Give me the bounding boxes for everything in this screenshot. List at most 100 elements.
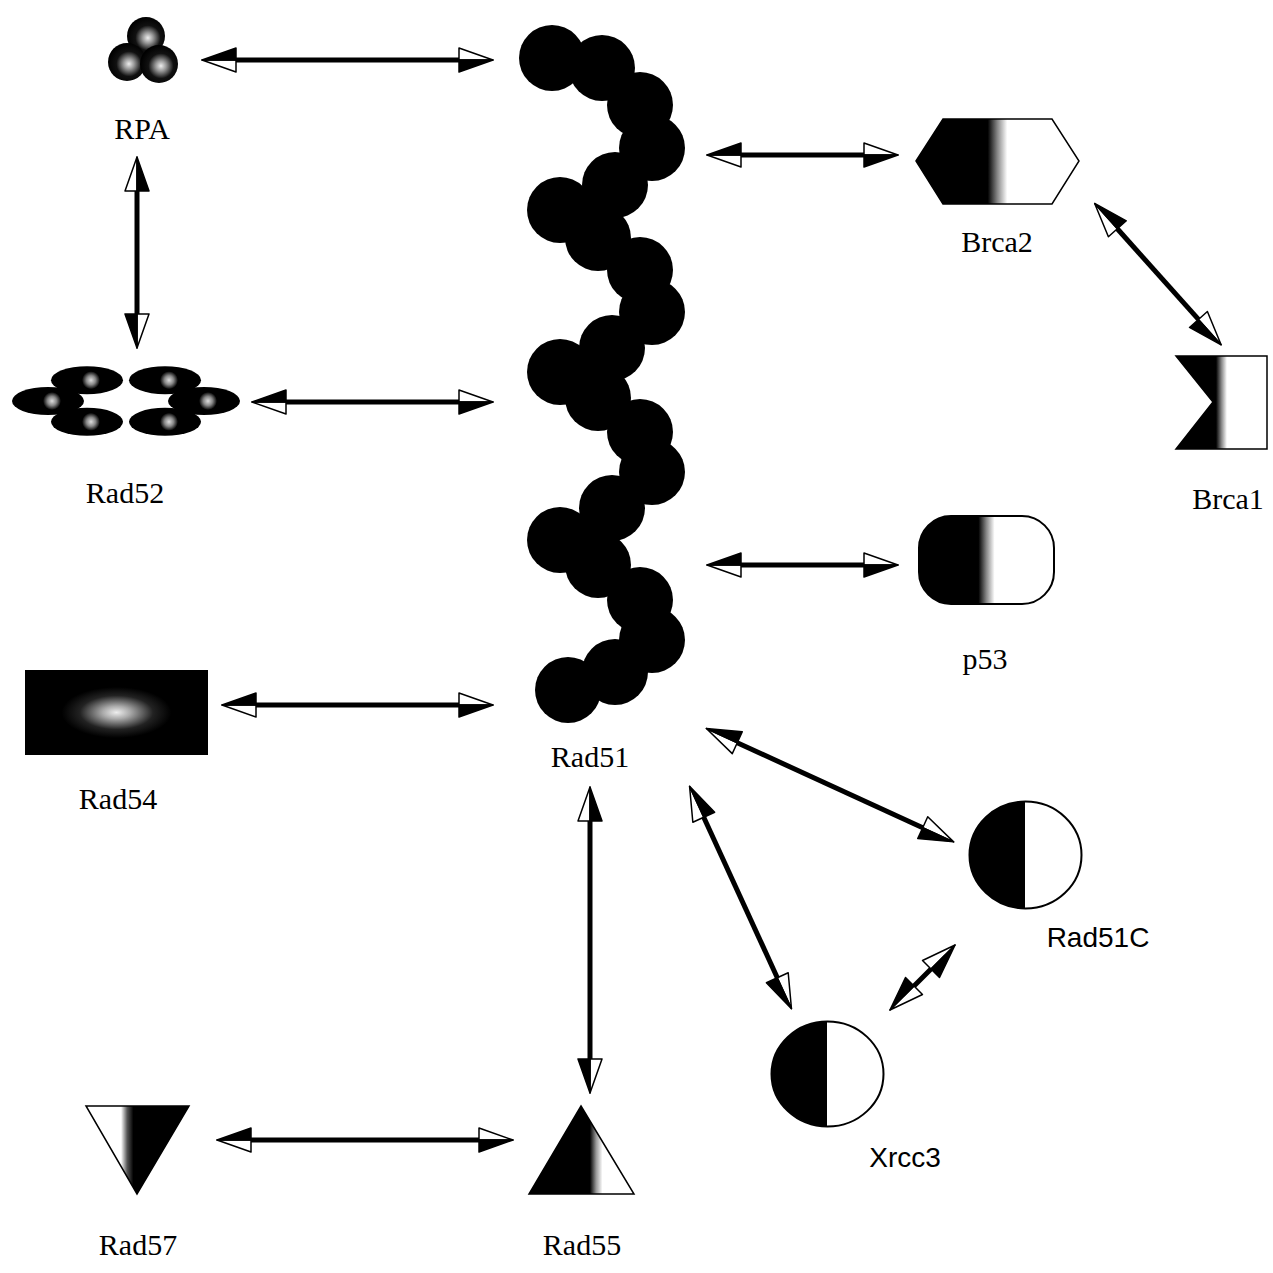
arrow-head-dark <box>252 390 286 402</box>
protein-label: Xrcc3 <box>869 1142 941 1174</box>
interaction-arrow <box>252 390 493 414</box>
arrow-head-dark <box>706 729 742 743</box>
interaction-arrow <box>890 945 955 1010</box>
interaction-arrow <box>1095 203 1221 344</box>
arrow-head-dark <box>459 402 493 414</box>
protein-label: Brca1 <box>1192 482 1264 517</box>
interaction-arrow <box>707 553 898 577</box>
arrow-head-light <box>222 705 256 717</box>
arrow-head-dark <box>578 1059 590 1093</box>
protein-shape <box>86 1106 189 1194</box>
interaction-arrow <box>125 157 149 348</box>
protein-node: p53 <box>905 510 1065 680</box>
subunit-highlight <box>82 371 100 389</box>
protein-node: Brca2 <box>905 110 1090 262</box>
arrow-head-dark <box>1095 203 1127 228</box>
arrow-shaft <box>741 153 864 158</box>
protein-shape <box>528 1105 635 1195</box>
protein-shape <box>529 1106 634 1194</box>
ring-subunit <box>129 408 201 436</box>
arrow-head-light <box>707 155 741 167</box>
protein-shape <box>10 360 242 442</box>
filament-shape <box>500 15 700 725</box>
protein-shape <box>918 515 1055 605</box>
arrow-shaft <box>251 1138 479 1143</box>
protein-node: Rad51 <box>500 15 700 780</box>
arrow-head-dark <box>766 978 791 1009</box>
arrow-head-light <box>864 143 898 155</box>
arrow-head-light <box>125 157 137 191</box>
protein-node: Brca1 <box>1165 350 1270 520</box>
protein-shape <box>25 670 208 755</box>
protein-node: Rad55 <box>520 1100 645 1266</box>
arrow-head-dark <box>459 705 493 717</box>
protein-label: Rad51 <box>551 740 629 775</box>
interaction-arrow <box>707 143 898 167</box>
arrow-shaft <box>236 58 459 63</box>
interaction-arrow <box>690 786 792 1008</box>
subunit-sphere <box>140 45 178 83</box>
arrow-head-light <box>137 314 149 348</box>
arrow-shaft <box>914 969 931 986</box>
arrow-head-dark <box>918 828 954 842</box>
subunit-highlight <box>82 413 100 431</box>
protein-shape <box>915 118 1080 205</box>
arrow-head-dark <box>931 945 955 978</box>
arrow-head-dark <box>217 1128 251 1140</box>
subunit-highlight <box>199 392 217 410</box>
protein-label: RPA <box>114 112 170 147</box>
arrow-head-light <box>459 48 493 60</box>
protein-shape <box>85 1105 190 1195</box>
subunit-highlight <box>43 392 61 410</box>
interaction-arrow <box>202 48 493 72</box>
arrow-head-dark <box>864 155 898 167</box>
arrow-head-dark <box>707 553 741 565</box>
arrow-head-dark <box>590 787 602 821</box>
interaction-arrow <box>222 693 493 717</box>
arrow-head-dark <box>707 143 741 155</box>
arrow-head-light <box>479 1128 513 1140</box>
protein-shape <box>916 119 1079 204</box>
protein-shape <box>25 670 208 755</box>
arrow-shaft <box>704 817 778 977</box>
arrow-head-light <box>578 787 590 821</box>
arrow-head-dark <box>479 1140 513 1152</box>
protein-node: Rad57 <box>60 1100 210 1266</box>
protein-label: Rad57 <box>99 1228 177 1263</box>
arrow-head-dark <box>890 978 914 1011</box>
protein-node: Xrcc3 <box>765 1015 960 1180</box>
protein-label: Rad52 <box>86 476 164 511</box>
protein-label: Rad55 <box>543 1228 621 1263</box>
arrow-shaft <box>135 191 140 314</box>
protein-shape <box>968 800 1083 910</box>
protein-label: Rad51C <box>1047 922 1150 954</box>
protein-node: Rad51C <box>960 795 1165 960</box>
arrow-head-dark <box>222 693 256 705</box>
arrow-head-dark <box>864 565 898 577</box>
ring-subunit <box>129 366 201 394</box>
protein-node: Rad54 <box>20 665 215 820</box>
ring-subunit <box>51 366 123 394</box>
protein-node: RPA <box>95 15 195 150</box>
interaction-arrow <box>217 1128 513 1152</box>
arrow-head-dark <box>1190 319 1222 344</box>
arrow-head-light <box>202 60 236 72</box>
arrow-shaft <box>737 743 922 828</box>
interaction-arrow <box>706 729 953 842</box>
arrow-shaft <box>741 563 864 568</box>
arrow-head-light <box>217 1140 251 1152</box>
subunit-highlight <box>160 413 178 431</box>
arrow-head-light <box>707 565 741 577</box>
protein-label: Brca2 <box>961 225 1033 260</box>
protein-shape <box>970 802 1082 909</box>
arrow-head-light <box>252 402 286 414</box>
protein-label: Rad54 <box>79 782 157 817</box>
protein-shape <box>919 516 1054 604</box>
arrow-head-light <box>459 693 493 705</box>
interaction-arrow <box>578 787 602 1093</box>
protein-node: Rad52 <box>8 355 245 512</box>
protein-label: p53 <box>963 642 1008 677</box>
arrow-head-dark <box>137 157 149 191</box>
arrow-head-dark <box>459 60 493 72</box>
